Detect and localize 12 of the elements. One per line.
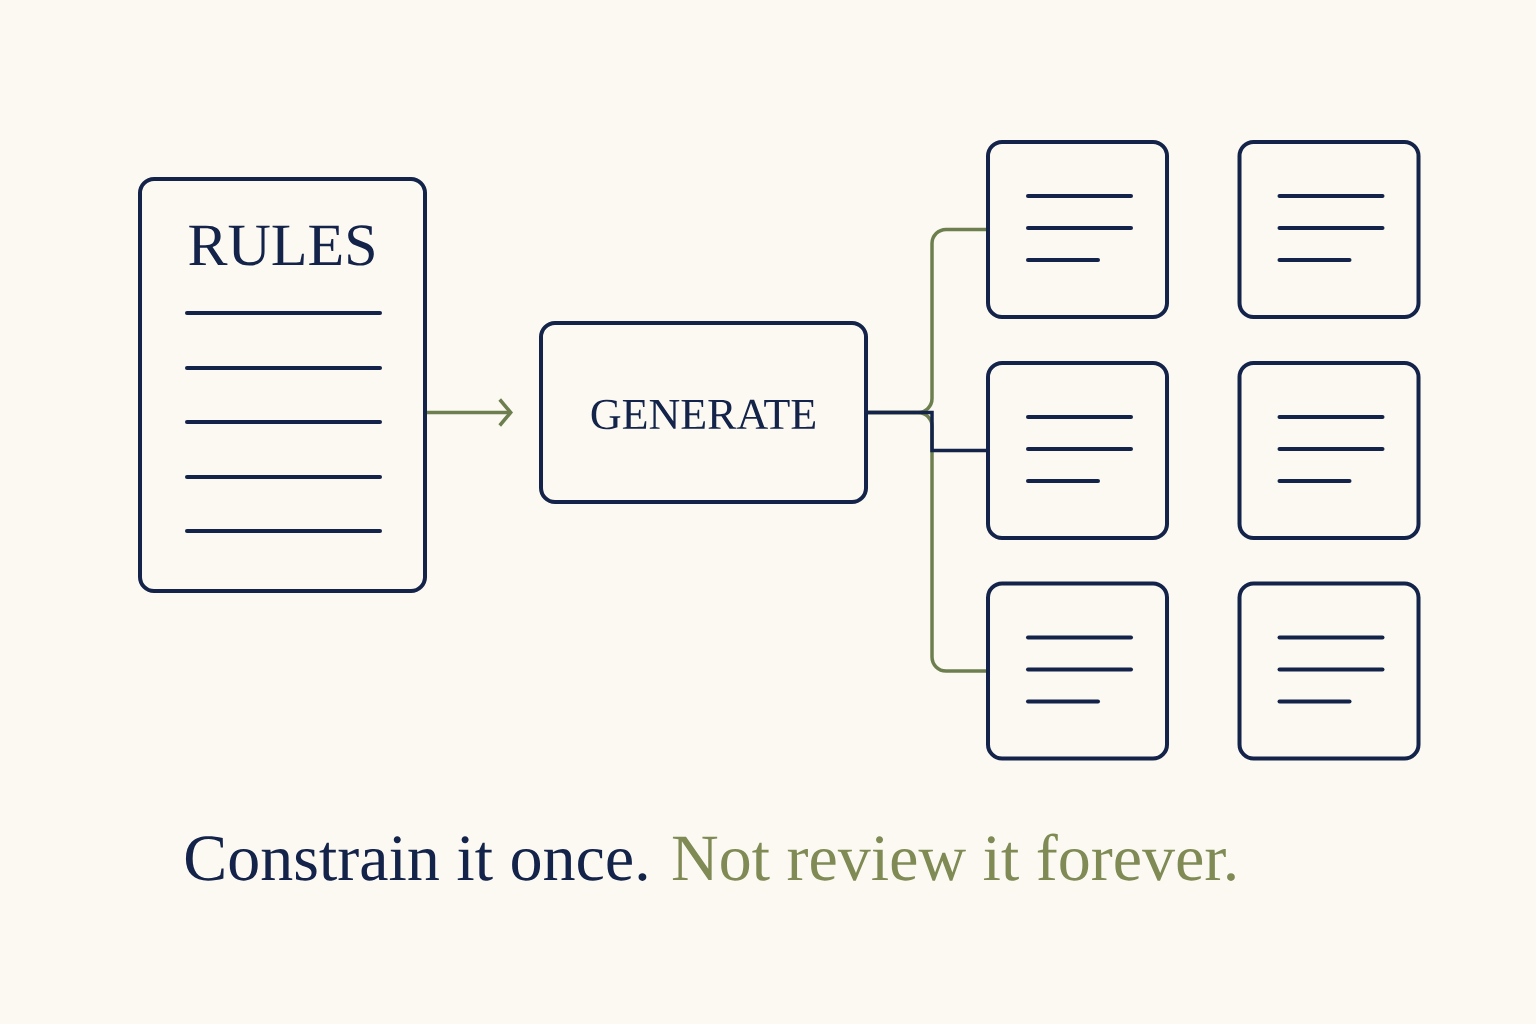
document-box: RULES (138, 177, 427, 593)
output-document (986, 361, 1169, 540)
output-document (986, 140, 1169, 319)
output-document (986, 581, 1169, 761)
output-document (1237, 581, 1421, 761)
output-document (1237, 140, 1421, 319)
connector (868, 410, 986, 453)
output-document (1237, 361, 1421, 540)
connector (427, 398, 513, 427)
process-box: GENERATE (539, 321, 868, 504)
caption-text: Not review it forever. (672, 833, 1235, 881)
caption-text: Constrain it once. (185, 836, 647, 881)
